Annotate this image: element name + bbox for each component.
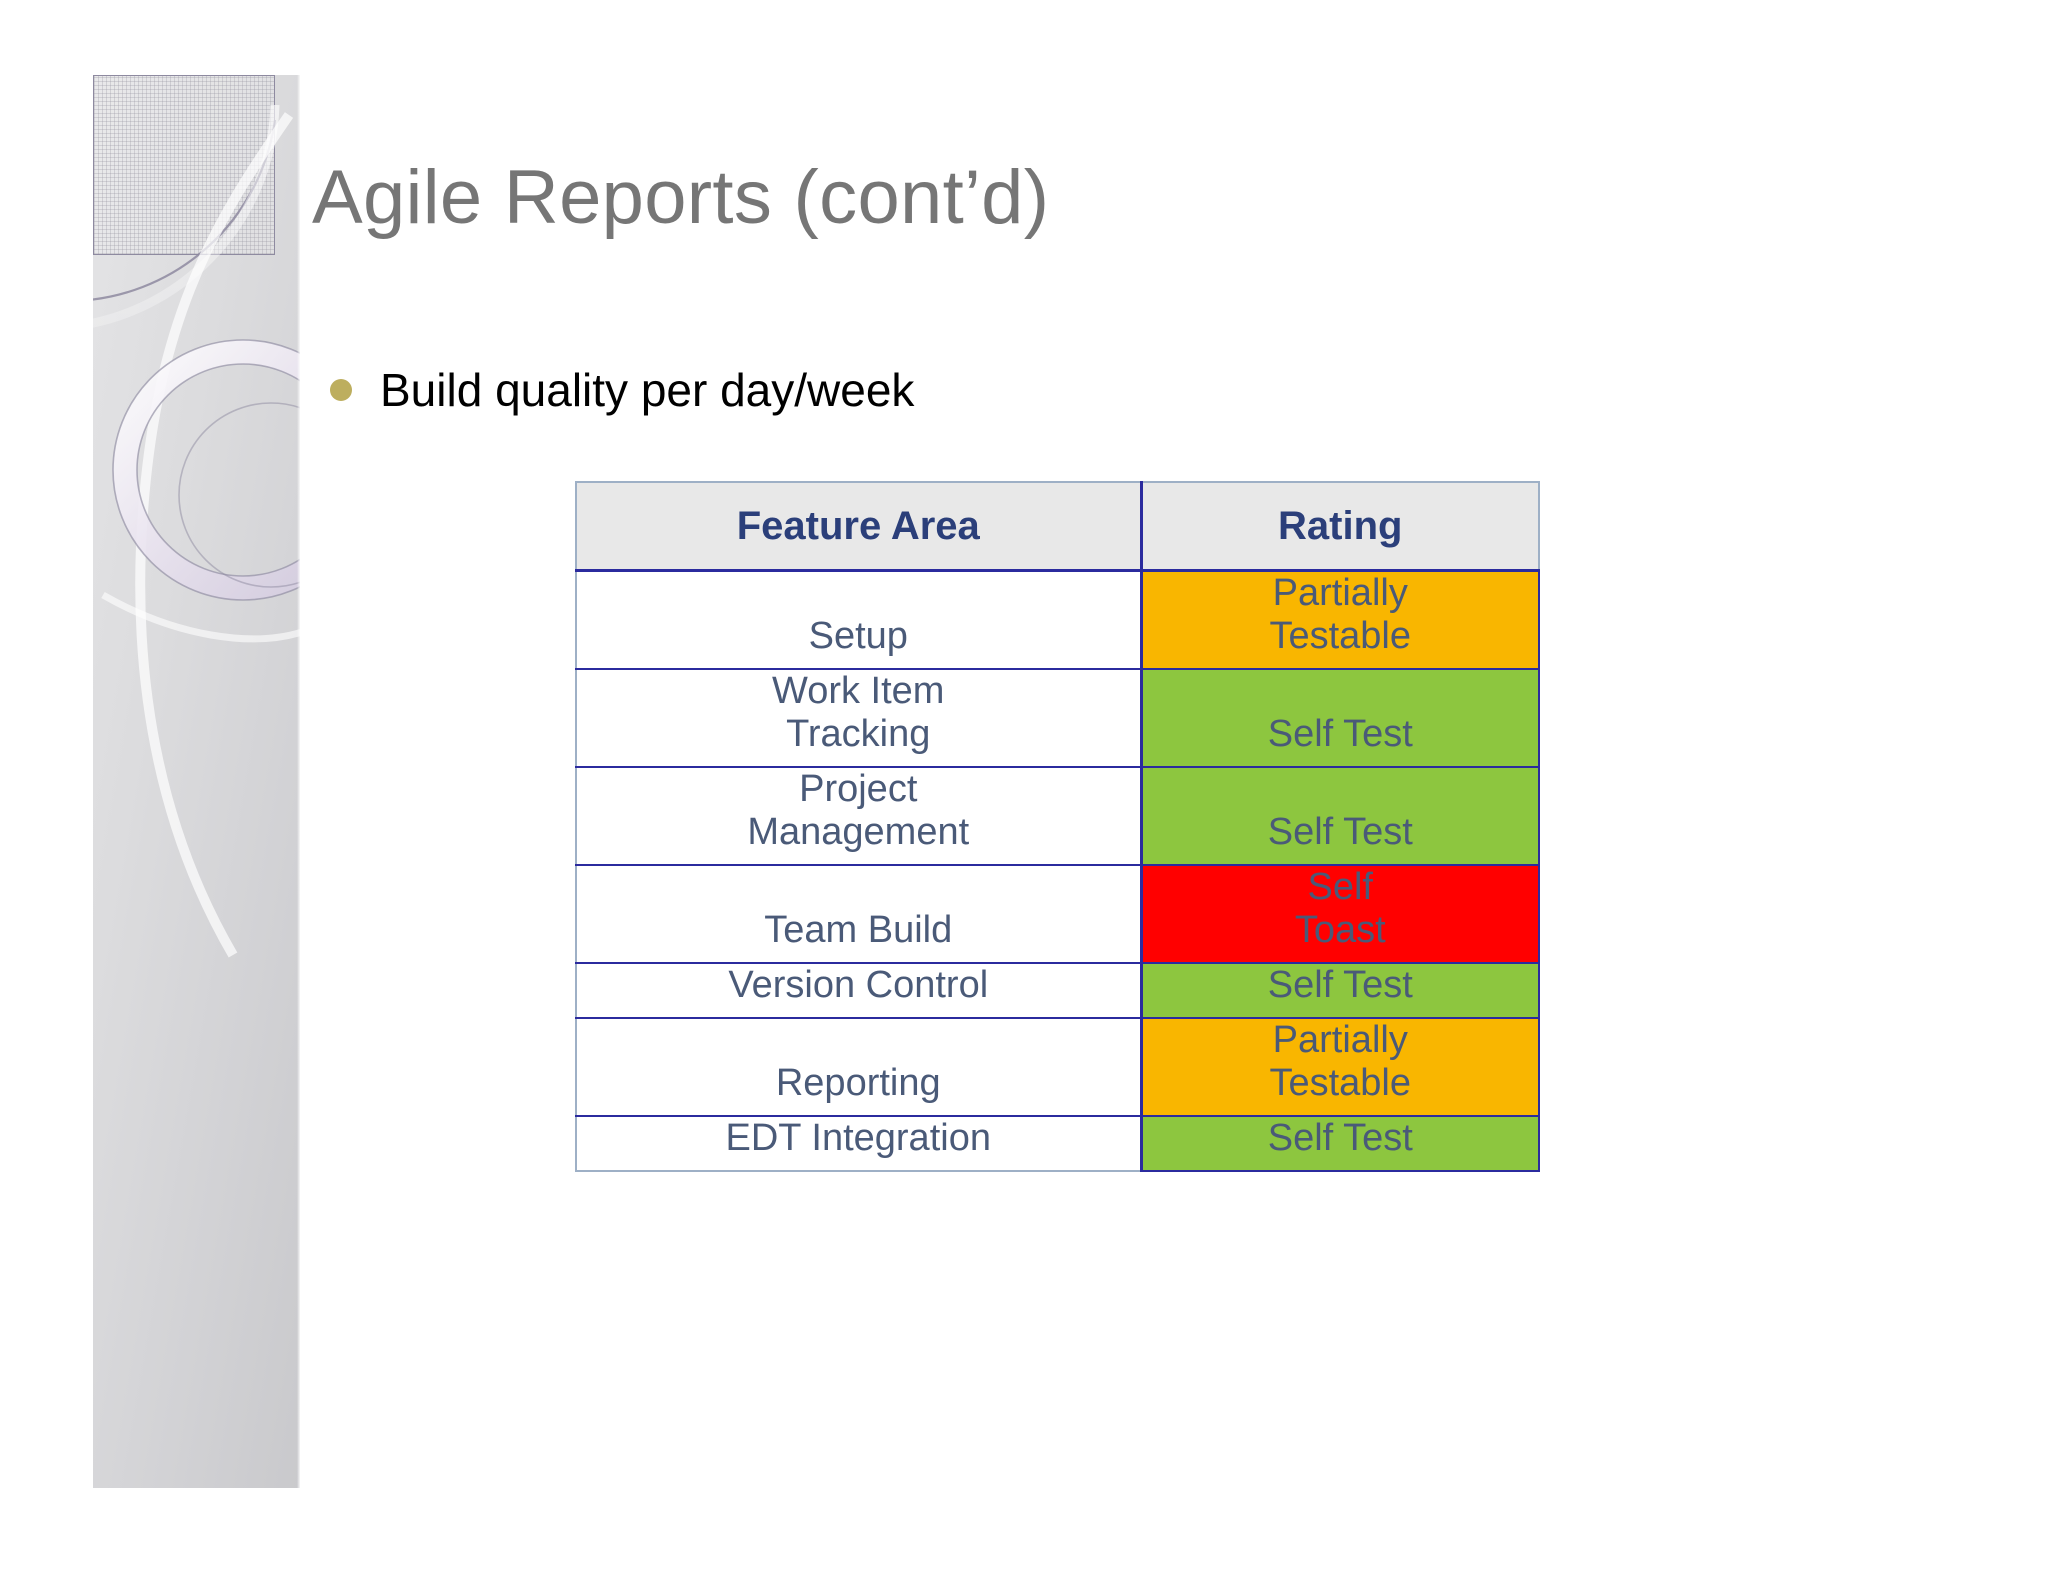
- cell-text-line: Self Test: [1267, 713, 1413, 755]
- slide-decoration-band: [93, 75, 300, 1488]
- cell-text-line: Setup: [808, 615, 908, 657]
- cell-text-line: Project: [799, 768, 918, 810]
- table-row: Version Control Self Test: [575, 962, 1540, 1019]
- cell-rating: Self Test: [1140, 668, 1540, 768]
- cell-feature-area: Reporting: [575, 1017, 1143, 1117]
- hatched-square-decoration: [93, 75, 275, 255]
- cell-text-line: Toast: [1294, 909, 1386, 951]
- cell-text-line: Self Test: [1267, 811, 1413, 853]
- cell-text-line: Testable: [1269, 1062, 1412, 1104]
- cell-rating: Self Test: [1140, 962, 1540, 1019]
- cell-text-line: Management: [747, 811, 970, 853]
- cell-text-line: Reporting: [775, 1062, 941, 1104]
- cell-text-line: Partially: [1272, 1019, 1408, 1061]
- cell-text-line: Team Build: [764, 909, 953, 951]
- cell-text-line: Tracking: [786, 713, 931, 755]
- cell-text-line: Testable: [1269, 615, 1412, 657]
- cell-feature-area: EDT Integration: [575, 1115, 1143, 1172]
- cell-text-line: Version Control: [728, 964, 989, 1006]
- cell-text-line: Work Item: [772, 670, 945, 712]
- cell-text-line: Partially: [1272, 572, 1408, 614]
- bullet-item-label: Build quality per day/week: [380, 364, 915, 416]
- cell-text-line: Self: [1307, 866, 1373, 908]
- cell-text-line: Self Test: [1267, 1117, 1413, 1159]
- page-title: Agile Reports (cont’d): [312, 155, 1050, 240]
- cell-feature-area: Setup: [575, 569, 1143, 670]
- cell-feature-area: Version Control: [575, 962, 1143, 1019]
- table-row: EDT Integration Self Test: [575, 1115, 1540, 1172]
- cell-feature-area: Team Build: [575, 864, 1143, 964]
- table-header: Feature Area Rating: [575, 481, 1540, 572]
- column-header-feature-area: Feature Area: [575, 481, 1142, 572]
- cell-rating: Self Test: [1140, 1115, 1540, 1172]
- bullet-list-item: Build quality per day/week: [330, 365, 914, 416]
- cell-text-line: Self Test: [1267, 964, 1413, 1006]
- table-header-row: Feature Area Rating: [575, 481, 1540, 572]
- cell-rating: Self Test: [1140, 766, 1540, 866]
- decorative-curves: [93, 104, 300, 958]
- cell-text-line: EDT Integration: [725, 1117, 991, 1159]
- column-header-rating: Rating: [1139, 481, 1540, 572]
- bullet-marker-icon: [330, 379, 352, 402]
- band-right-edge: [297, 75, 300, 1488]
